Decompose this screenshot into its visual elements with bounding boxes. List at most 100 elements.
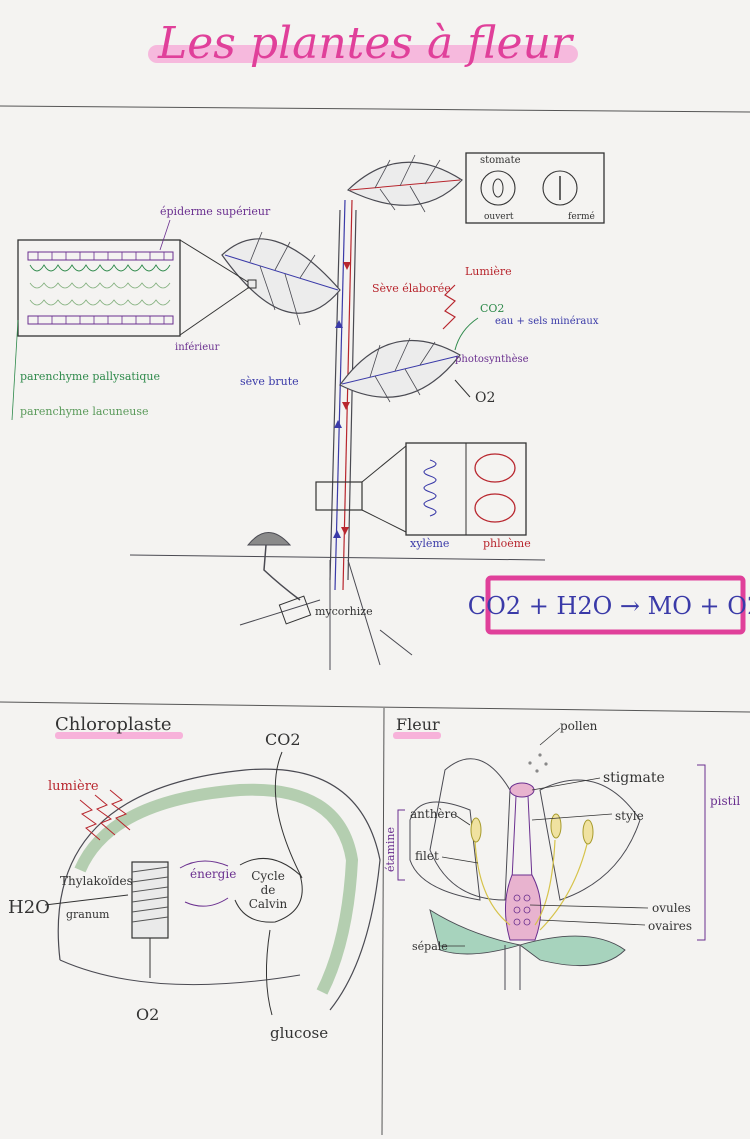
- chloroplast-heading-highlight: [55, 732, 183, 739]
- chloroplast-stroma-band: [74, 783, 359, 995]
- roots: [239, 559, 413, 670]
- sepal-right: [519, 935, 626, 967]
- stigma-pointer: [531, 777, 601, 791]
- stomate-closed-label: fermé: [568, 211, 595, 222]
- anther-3: [582, 819, 594, 845]
- stem-section-marker: [315, 481, 363, 511]
- xylem-label: xylème: [410, 537, 449, 550]
- stomate-label: stomate: [480, 155, 521, 166]
- chloroplast-lower-edge: [59, 959, 301, 986]
- upper-epidermis-cells: [37, 252, 165, 260]
- leaf-section-box: [17, 239, 181, 337]
- chloroplast-light-label: lumière: [48, 779, 99, 794]
- sepal-label: sépale: [412, 940, 448, 953]
- ovules: [513, 894, 531, 926]
- mushroom-cap: [246, 532, 292, 546]
- ovules-label: ovules: [652, 901, 691, 915]
- sap-raw-label: sève brute: [240, 375, 299, 388]
- vessel-zoom-bottom: [361, 509, 407, 533]
- petal-left: [409, 801, 481, 901]
- thylakoid-discs: [131, 866, 169, 923]
- pistil-bracket: [697, 764, 706, 941]
- pistil-label: pistil: [710, 794, 740, 808]
- chloroplast-outer-membrane: [57, 768, 381, 1011]
- phloem-label: phloème: [483, 537, 531, 550]
- photosynthesis-label: photosynthèse: [455, 354, 529, 365]
- zoom-line-top: [179, 239, 249, 283]
- top-leaf-vein: [349, 179, 461, 191]
- calvin-line-3: Calvin: [249, 897, 288, 911]
- anther-2: [550, 813, 562, 839]
- stomate-open-icon: [480, 170, 516, 206]
- glucose-out-arrow: [265, 929, 273, 1016]
- o2-out-label: O2: [475, 390, 495, 406]
- anther-label: anthère: [410, 807, 457, 821]
- sap-elaborated-label: Sève élaborée: [372, 282, 451, 295]
- light-zigzag-icon: [442, 284, 456, 330]
- top-leaf: [346, 161, 463, 206]
- equation-box: [485, 575, 746, 635]
- lower-epidermis: [27, 315, 174, 325]
- style: [511, 795, 533, 881]
- ovaries-pointer: [539, 919, 646, 926]
- pollen-pointer: [539, 727, 561, 746]
- palisade-layer: [29, 264, 171, 272]
- stem-outline: [329, 209, 357, 581]
- left-leaf-veins: [249, 231, 316, 326]
- granum-label: granum: [66, 908, 110, 921]
- stamen-label: étamine: [384, 827, 397, 872]
- phloem-tube-top: [474, 453, 516, 483]
- stomate-box: [465, 152, 605, 224]
- chloroplast-o2-label: O2: [136, 1005, 159, 1024]
- page-title: Les plantes à fleur: [157, 18, 575, 69]
- upper-epidermis-pointer: [159, 219, 171, 251]
- phloem-line: [342, 199, 353, 591]
- glucose-label: glucose: [270, 1024, 328, 1042]
- anther-1: [470, 817, 482, 843]
- petal-back-right: [539, 779, 641, 901]
- style-pointer: [531, 813, 613, 821]
- palisade-label: parenchyme pallysatique: [20, 370, 160, 383]
- co2-label: CO2: [480, 302, 504, 315]
- light-label: Lumière: [465, 265, 512, 278]
- title-divider: [0, 105, 750, 113]
- pollen-label: pollen: [560, 719, 598, 733]
- zoom-line-bottom: [179, 287, 249, 336]
- style-label: style: [615, 809, 644, 823]
- upper-epidermis-label: épiderme supérieur: [160, 205, 271, 218]
- filament-label: filet: [415, 849, 439, 863]
- pollen-grains: [528, 753, 548, 773]
- ovules-pointer: [529, 904, 649, 909]
- stamen-bracket: [397, 809, 405, 881]
- flower-diagram: Fleur pollen stigmate style pistil étami…: [384, 715, 740, 990]
- anther-pointer: [454, 814, 471, 826]
- stomate-closed-icon: [542, 170, 578, 206]
- energy-arrows: [179, 860, 229, 907]
- energy-label: énergie: [190, 867, 236, 881]
- xylem-line: [334, 199, 346, 591]
- water-salts-label: eau + sels minéraux: [495, 316, 599, 327]
- right-leaf-vein: [341, 355, 459, 385]
- co2-arrow: [454, 317, 479, 351]
- calvin-cycle-loop: [234, 858, 303, 923]
- co2-in-arrow: [274, 751, 303, 879]
- parenchyma-bracket: [11, 319, 19, 421]
- lower-epidermis-label: inférieur: [175, 342, 220, 353]
- chloroplast-co2-label: CO2: [265, 730, 301, 749]
- light-rays-icon: [79, 789, 131, 841]
- granum-stack: [131, 861, 169, 939]
- chloroplast-diagram: Chloroplaste lumière CO2 H2O Thylakoïdes…: [8, 714, 381, 1042]
- column-divider: [381, 707, 385, 1136]
- filament-pointer: [441, 856, 479, 864]
- o2-arrow: [454, 379, 471, 398]
- lower-epidermis-cells: [37, 316, 165, 324]
- spongy-label: parenchyme lacuneuse: [20, 405, 149, 418]
- right-leaf-veins: [369, 337, 436, 403]
- petal-back-left: [429, 758, 511, 901]
- title-group: Les plantes à fleur: [148, 18, 578, 69]
- ovary: [504, 874, 542, 941]
- section-divider: [0, 701, 750, 713]
- upper-epidermis: [27, 251, 174, 261]
- h2o-arrow: [44, 894, 129, 906]
